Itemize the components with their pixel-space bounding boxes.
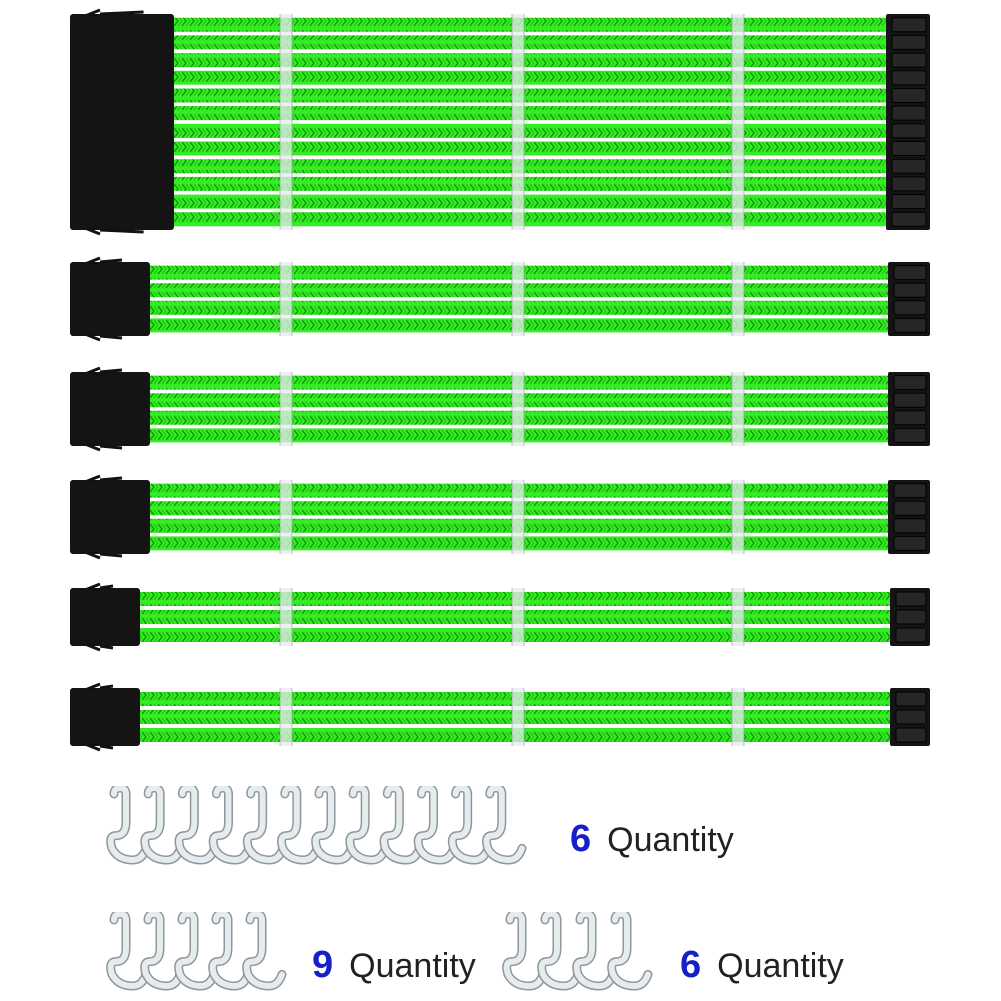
wire [172, 176, 888, 191]
wire-bundle [172, 14, 888, 230]
cable-comb-clip [279, 14, 293, 230]
quantity-text: Quantity [607, 821, 734, 859]
quantity-text: Quantity [349, 947, 476, 985]
wire [172, 53, 888, 68]
cable-6-pin-b [70, 682, 930, 752]
connector-male [888, 480, 930, 554]
connector-female [70, 682, 140, 752]
wire [172, 106, 888, 121]
wire [172, 159, 888, 174]
quantity-text: Quantity [717, 947, 844, 985]
comb-large [100, 783, 530, 871]
quantity-number: 9 [312, 944, 334, 986]
wire [172, 70, 888, 85]
comb-small [496, 909, 656, 997]
wire [172, 123, 888, 138]
connector-male [888, 372, 930, 446]
connector-male [888, 262, 930, 336]
quantity-label-medium: 9 Quantity [312, 944, 476, 987]
cable-24-pin [70, 8, 930, 236]
quantity-number: 6 [680, 944, 702, 986]
wire-bundle [138, 588, 892, 646]
cable-comb-clip [279, 480, 293, 554]
quantity-label-small: 6 Quantity [680, 944, 844, 987]
cable-comb-clip [511, 588, 525, 646]
connector-female [70, 582, 140, 652]
cable-comb-clip [731, 262, 745, 336]
connector-female [70, 8, 174, 236]
comb-graphic [502, 909, 653, 991]
wire-bundle [148, 480, 890, 554]
cable-comb-clip [511, 372, 525, 446]
cable-8-pin-b [70, 366, 930, 452]
cable-8-pin-c [70, 474, 930, 560]
cable-comb-clip [731, 14, 745, 230]
cable-comb-clip [279, 688, 293, 746]
connector-female [70, 366, 150, 452]
cable-comb-clip [511, 262, 525, 336]
connector-male [886, 14, 930, 230]
wire [172, 212, 888, 227]
cable-8-pin-a [70, 256, 930, 342]
cable-comb-clip [731, 688, 745, 746]
wire [172, 17, 888, 32]
wire [172, 35, 888, 50]
connector-male [890, 588, 930, 646]
wire-bundle [148, 262, 890, 336]
connector-female [70, 474, 150, 560]
cable-comb-clip [511, 688, 525, 746]
cable-comb-clip [511, 14, 525, 230]
cable-comb-clip [511, 480, 525, 554]
cable-comb-clip [279, 588, 293, 646]
comb-graphic [106, 783, 527, 865]
wire [172, 194, 888, 209]
wire [172, 88, 888, 103]
quantity-label-large: 6 Quantity [570, 818, 734, 861]
connector-female [70, 256, 150, 342]
cable-comb-clip [731, 372, 745, 446]
wire-bundle [148, 372, 890, 446]
quantity-number: 6 [570, 818, 592, 860]
wire [172, 141, 888, 156]
cable-comb-clip [279, 372, 293, 446]
comb-medium [100, 909, 290, 997]
connector-male [890, 688, 930, 746]
cable-comb-clip [731, 588, 745, 646]
cable-comb-clip [731, 480, 745, 554]
cable-6-pin-a [70, 582, 930, 652]
wire-bundle [138, 688, 892, 746]
comb-graphic [106, 909, 287, 991]
cable-comb-clip [279, 262, 293, 336]
